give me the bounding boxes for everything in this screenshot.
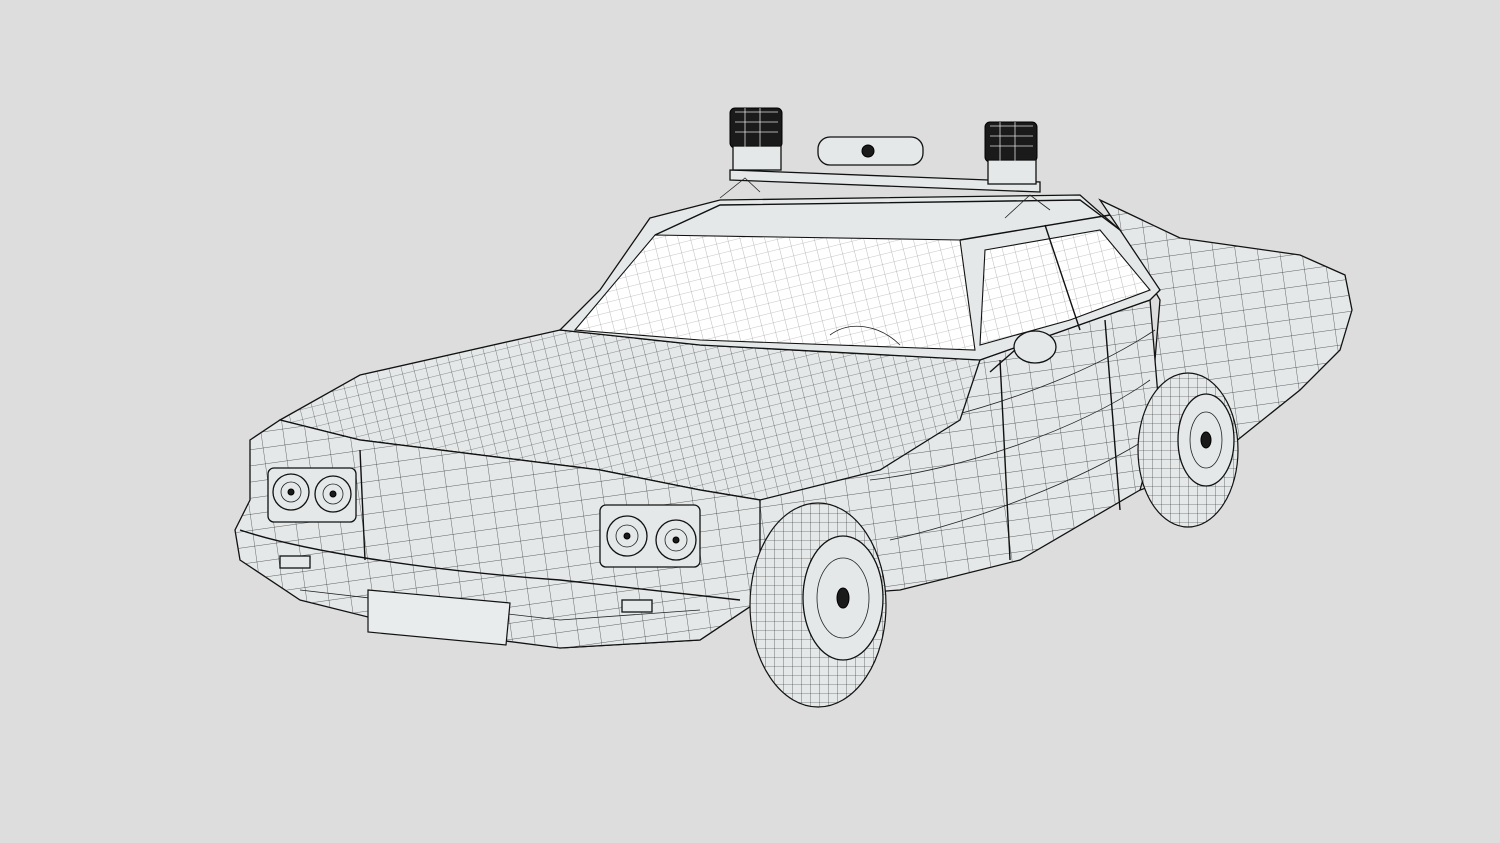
car-cabin xyxy=(558,194,1161,361)
rear-wheel xyxy=(1137,372,1239,528)
car-front-fascia xyxy=(234,419,761,649)
bumper-lights xyxy=(279,555,653,613)
front-wheel xyxy=(749,502,887,708)
headlights-right xyxy=(599,504,701,568)
rotating-beacon-icon xyxy=(984,121,1038,185)
side-mirror xyxy=(989,330,1057,373)
headlights-left xyxy=(267,467,357,523)
rotating-beacon-icon xyxy=(729,107,783,171)
roof-light-bar xyxy=(719,136,1051,219)
license-plate xyxy=(367,589,511,646)
